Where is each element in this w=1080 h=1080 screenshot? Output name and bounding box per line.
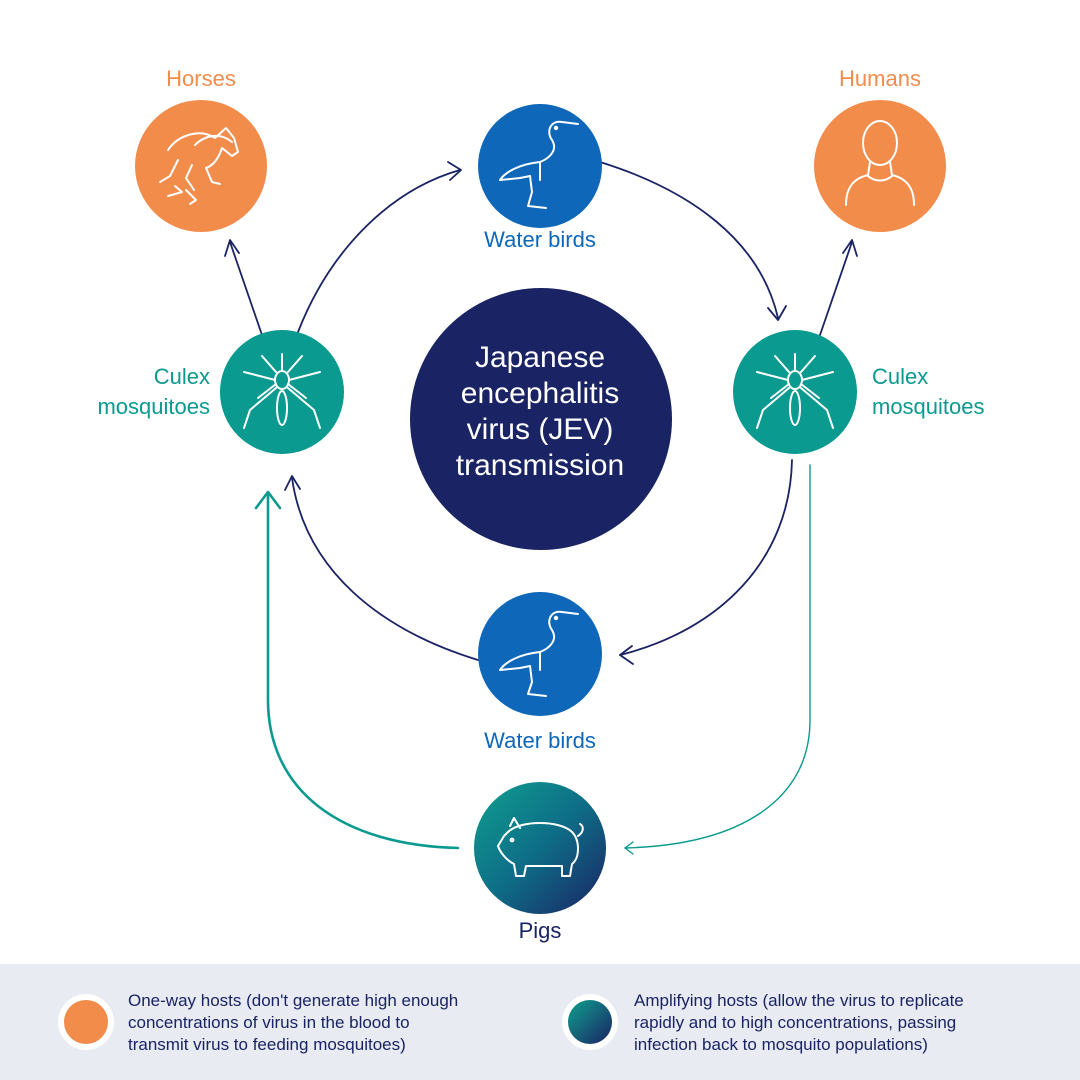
pigs-label: Pigs bbox=[518, 918, 562, 943]
culex-left-label: Culex mosquitoes bbox=[70, 362, 210, 422]
horses-icon bbox=[135, 100, 267, 232]
mosquito-icon-right bbox=[733, 330, 857, 454]
arrow-waterbird-bottom-to-mosquito bbox=[291, 477, 479, 661]
arrow-mosquito-to-horses bbox=[229, 241, 263, 336]
arrow-waterbird-top-to-mosquito bbox=[599, 161, 779, 319]
human-icon bbox=[814, 100, 946, 232]
amplifying-line1: Amplifying hosts (allow the virus to rep… bbox=[634, 991, 964, 1010]
culex-left-line2: mosquitoes bbox=[97, 394, 210, 419]
legend: One-way hosts (don't generate high enoug… bbox=[0, 964, 1080, 1080]
amplifying-line3: infection back to mosquito populations) bbox=[634, 1035, 928, 1054]
amplifying-line2: rapidly and to high concentrations, pass… bbox=[634, 1013, 957, 1032]
arrow-mosquito-to-humans bbox=[819, 241, 853, 336]
center-title: Japanese encephalitis virus (JEV) transm… bbox=[410, 340, 670, 484]
culex-right-label: Culex mosquitoes bbox=[872, 362, 1022, 422]
culex-right-line2: mosquitoes bbox=[872, 394, 985, 419]
culex-left-line1: Culex bbox=[153, 364, 210, 389]
water-birds-bottom-label: Water birds bbox=[484, 728, 596, 753]
one-way-hosts-swatch bbox=[58, 994, 114, 1050]
one-way-line3: transmit virus to feeding mosquitoes) bbox=[128, 1035, 406, 1054]
water-birds-top-label: Water birds bbox=[484, 227, 596, 252]
heron-icon-top bbox=[478, 104, 602, 228]
arrow-mosquito-to-waterbird-bottom bbox=[619, 459, 793, 656]
humans-label: Humans bbox=[839, 66, 921, 91]
mosquito-icon-left bbox=[220, 330, 344, 454]
heron-icon-bottom bbox=[478, 592, 602, 716]
arrow-mosquito-to-waterbird-top bbox=[297, 169, 461, 333]
horses-label: Horses bbox=[166, 66, 236, 91]
pig-icon bbox=[474, 782, 606, 914]
center-title-line1: Japanese bbox=[474, 341, 606, 374]
arrow-pig-to-mosquito bbox=[266, 493, 460, 850]
center-circle bbox=[410, 288, 672, 550]
one-way-line1: One-way hosts (don't generate high enoug… bbox=[128, 991, 459, 1010]
center-title-line4: transmission bbox=[455, 449, 625, 482]
one-way-line2: concentrations of virus in the blood to bbox=[128, 1013, 410, 1032]
cycle-arrows bbox=[224, 161, 858, 665]
one-way-hosts-text: One-way hosts (don't generate high enoug… bbox=[128, 990, 528, 1056]
culex-right-line1: Culex bbox=[872, 364, 929, 389]
arrow-mosquito-to-pig bbox=[624, 464, 811, 849]
center-title-line3: virus (JEV) bbox=[466, 413, 614, 446]
amplifying-hosts-swatch bbox=[562, 994, 618, 1050]
amplifying-hosts-text: Amplifying hosts (allow the virus to rep… bbox=[634, 990, 1054, 1056]
center-title-line2: encephalitis bbox=[460, 377, 620, 410]
pig-arrows bbox=[254, 464, 811, 855]
